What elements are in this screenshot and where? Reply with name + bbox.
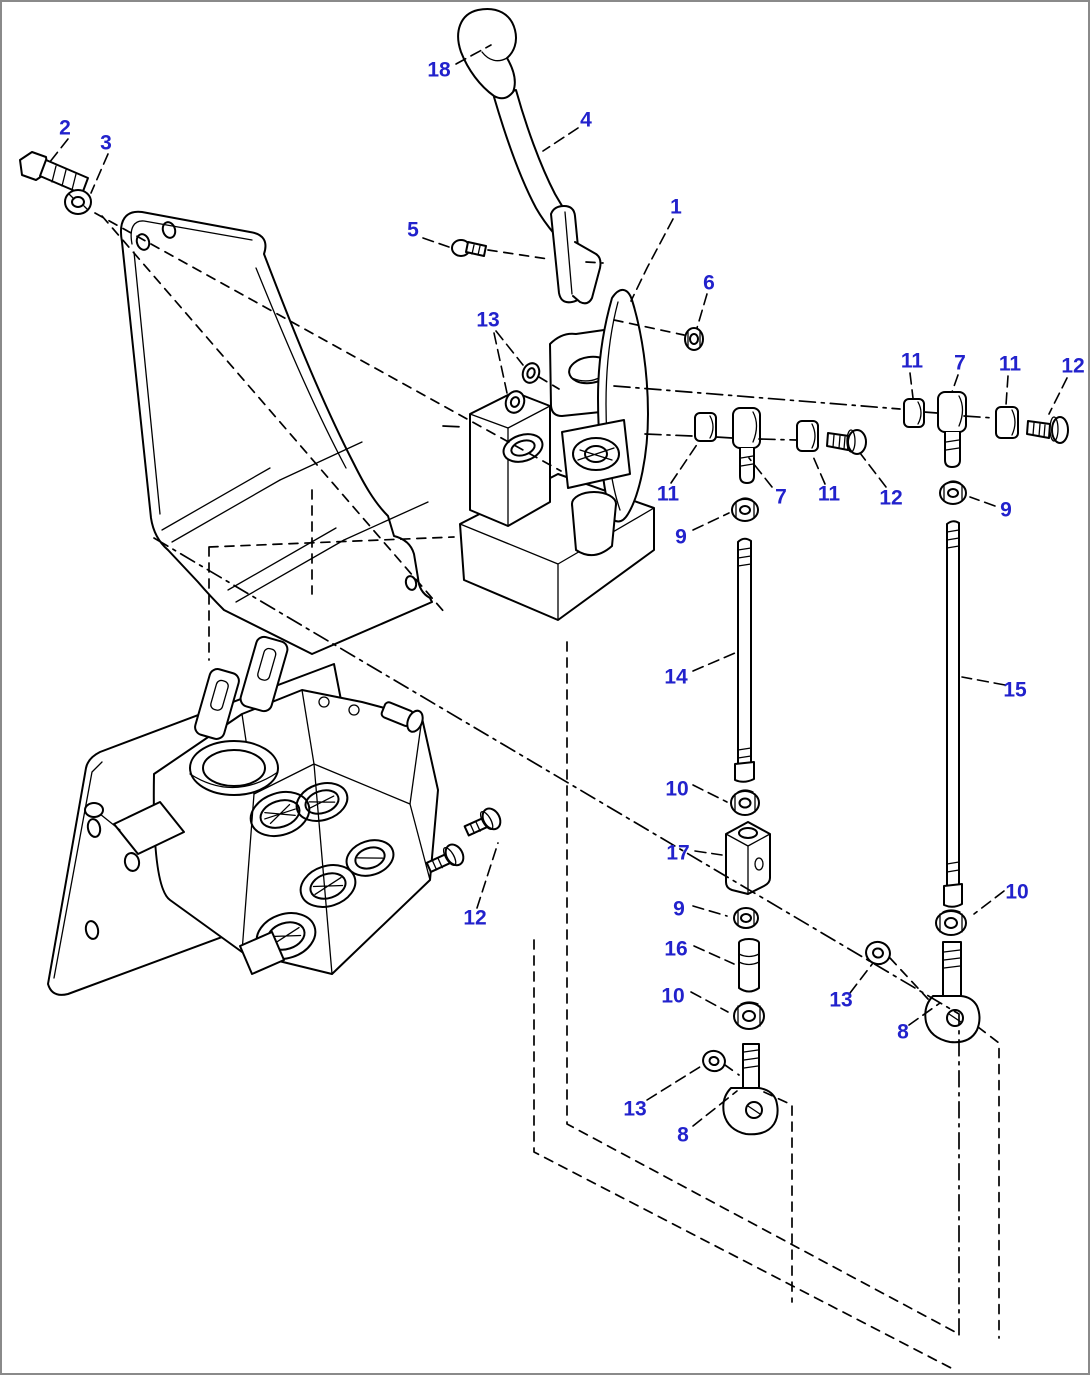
joint-8a-drawing [722,1043,779,1136]
washer-3-drawing [64,189,92,215]
rod-15-drawing [943,520,963,908]
callout-9[interactable]: 9 [675,525,687,549]
callout-12[interactable]: 12 [879,486,903,510]
joint-7a-drawing [732,407,761,484]
bolts-12-valve-drawing [425,807,502,873]
pedal-lever-drawing [457,8,602,305]
callout-11[interactable]: 11 [998,352,1022,376]
callout-10[interactable]: 10 [1005,880,1029,904]
callout-5[interactable]: 5 [407,218,419,242]
bushing-11d-drawing [995,406,1019,439]
leader-lines [48,44,1068,1127]
callout-9[interactable]: 9 [1000,498,1012,522]
bushing-11a-drawing [694,412,717,442]
callout-12[interactable]: 12 [1061,354,1085,378]
callout-12[interactable]: 12 [463,906,487,930]
callout-11[interactable]: 11 [817,482,841,506]
bolt-12b-drawing [1026,416,1069,444]
grip-drawing [457,8,517,100]
lever-bracket-assembly-drawing [459,289,655,621]
callout-4[interactable]: 4 [580,108,592,132]
callout-7[interactable]: 7 [954,351,966,375]
washer-13c-drawing [702,1049,726,1073]
callout-17[interactable]: 17 [666,841,690,865]
callout-9[interactable]: 9 [673,897,685,921]
control-valve-drawing [84,635,439,975]
callout-15[interactable]: 15 [1003,678,1027,702]
washers-13-drawing [504,362,541,414]
callout-2[interactable]: 2 [59,116,71,140]
callout-10[interactable]: 10 [661,984,685,1008]
bolt-5-drawing [451,239,487,257]
callout-18[interactable]: 18 [427,58,451,82]
callout-13[interactable]: 13 [476,308,500,332]
callout-11[interactable]: 11 [900,349,924,373]
callout-1[interactable]: 1 [670,195,682,219]
washer-13b-drawing [865,940,891,966]
callout-3[interactable]: 3 [100,131,112,155]
nut-10b-drawing [733,1001,765,1030]
nut-9c-drawing [939,480,967,505]
joint-8b-drawing [924,941,981,1044]
nut-9a-drawing [731,497,759,522]
pin-16-drawing [738,938,760,993]
block-17-drawing [725,821,771,895]
construction-lines [94,212,1000,1370]
callout-13[interactable]: 13 [623,1097,647,1121]
callout-6[interactable]: 6 [703,271,715,295]
callout-7[interactable]: 7 [775,485,787,509]
callout-11[interactable]: 11 [656,482,680,506]
bushing-11c-drawing [903,398,925,428]
callout-16[interactable]: 16 [664,937,688,961]
callout-8[interactable]: 8 [897,1020,909,1044]
callout-13[interactable]: 13 [829,988,853,1012]
callout-8[interactable]: 8 [677,1123,689,1147]
nut-9b-drawing [733,907,759,929]
bolt-12a-drawing [826,429,867,455]
nut-6-drawing [684,327,704,351]
nut-10a-drawing [730,789,760,816]
nut-10c-drawing [935,909,967,936]
callout-10[interactable]: 10 [665,777,689,801]
bracket-arm-drawing [120,210,433,655]
bolt-2-drawing [19,151,89,195]
callout-14[interactable]: 14 [664,665,688,689]
rod-14-drawing [734,537,755,783]
bushing-11b-drawing [796,420,819,452]
